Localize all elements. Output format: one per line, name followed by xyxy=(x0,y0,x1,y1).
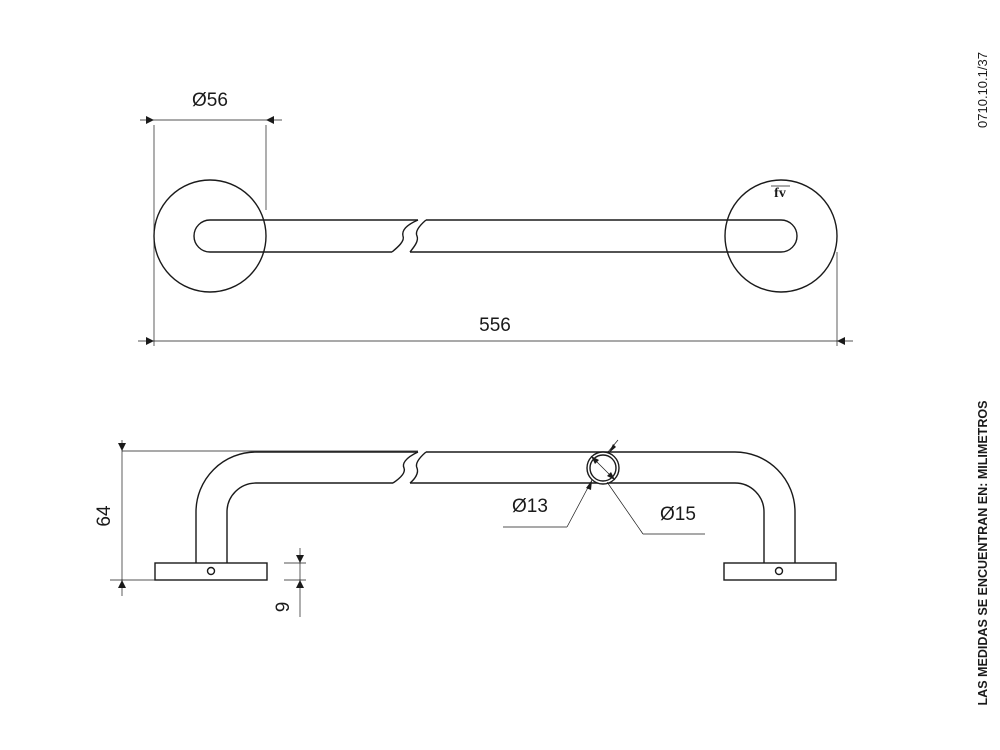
side-view: Ø13 Ø15 64 9 xyxy=(94,439,837,617)
right-flange-circle xyxy=(724,179,838,293)
dim-arrow xyxy=(118,443,126,451)
dim-arrow xyxy=(591,456,599,464)
outer-diameter-label: Ø15 xyxy=(660,504,696,525)
plate-thickness-label: 9 xyxy=(273,602,294,613)
flange-diameter-label: Ø56 xyxy=(192,90,228,111)
plate-thickness-dimension: 9 xyxy=(273,548,306,617)
dim-arrow xyxy=(607,472,615,480)
dim-arrow xyxy=(146,116,154,124)
overall-length-dimension: 556 xyxy=(138,236,853,346)
tube-right-outer xyxy=(426,451,796,563)
tube-right-inner xyxy=(410,482,765,563)
overall-length-label: 556 xyxy=(479,315,511,336)
flange-diameter-dimension: Ø56 xyxy=(140,90,282,236)
bar-break-mark-right xyxy=(409,219,427,253)
top-view: fv Ø56 556 xyxy=(138,90,853,346)
dim-arrow xyxy=(296,580,304,588)
brand-logo: fv xyxy=(771,185,790,201)
tube-left-outer xyxy=(195,451,418,563)
height-label: 64 xyxy=(94,505,115,527)
dim-arrow xyxy=(146,337,154,345)
left-screw-hole xyxy=(206,566,216,576)
right-screw-hole xyxy=(774,566,784,576)
outer-diameter-callout: Ø15 xyxy=(606,481,705,535)
dim-arrow xyxy=(296,555,304,563)
bar-break-mark-left xyxy=(391,219,419,253)
left-base-plate xyxy=(154,562,268,581)
dim-arrow xyxy=(609,444,616,453)
reference-code: 0710.10.1/37 xyxy=(975,52,990,128)
inner-diameter-callout: Ø13 xyxy=(503,479,593,528)
dim-arrow xyxy=(118,580,126,588)
tube-left-inner xyxy=(226,482,393,563)
height-dimension: 64 xyxy=(94,440,418,596)
grab-bar-left-segment xyxy=(193,219,418,253)
left-flange-circle xyxy=(153,179,267,293)
dim-arrow xyxy=(586,480,592,490)
dim-arrow xyxy=(266,116,274,124)
units-note: LAS MEDIDAS SE ENCUENTRAN EN: MILIMETROS xyxy=(975,400,990,705)
dim-arrow xyxy=(837,337,845,345)
grab-bar-right-segment xyxy=(410,219,798,253)
right-base-plate xyxy=(723,562,837,581)
brand-logo-text: fv xyxy=(774,186,786,201)
tube-section-inner xyxy=(589,454,617,482)
inner-diameter-label: Ø13 xyxy=(512,496,548,517)
tube-break-mark-left xyxy=(392,451,419,484)
tube-break-mark-right xyxy=(409,451,427,484)
